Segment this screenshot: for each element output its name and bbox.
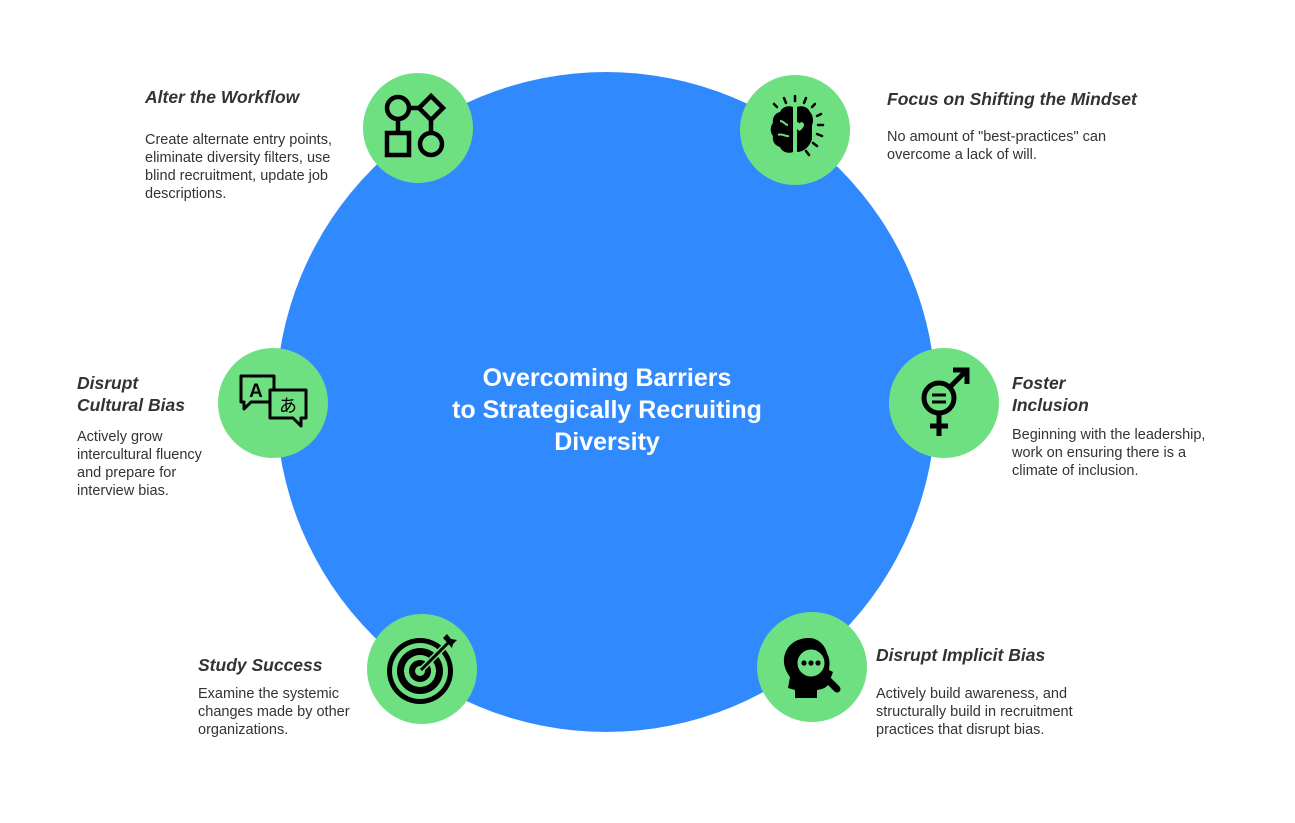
inclusion-heading-line-2: Inclusion	[1012, 395, 1089, 415]
success-description: Examine the systemic changes made by oth…	[198, 686, 350, 738]
inclusion-node	[889, 348, 999, 458]
implicit-heading: Disrupt Implicit Bias	[876, 644, 1045, 666]
workflow-heading-line: Alter the Workflow	[145, 87, 300, 107]
implicit-heading-line: Disrupt Implicit Bias	[876, 645, 1046, 665]
cultural-heading: Disrupt Cultural Bias	[77, 372, 185, 416]
title-line-3: Diversity	[554, 428, 660, 456]
title-line-2: to Strategically Recruiting	[452, 396, 762, 424]
translation-bubbles-icon: A あ	[239, 374, 308, 428]
cultural-heading-line-1: Disrupt	[77, 373, 139, 393]
diagram-title: Overcoming Barriers to Strategically Rec…	[407, 362, 807, 458]
cultural-node: A あ	[218, 348, 328, 458]
cultural-description: Actively grow intercultural fluency and …	[77, 429, 202, 499]
success-heading: Study Success	[198, 654, 323, 676]
title-line-1: Overcoming Barriers	[482, 364, 732, 392]
mindset-node	[740, 75, 850, 185]
mindset-heading: Focus on Shifting the Mindset	[887, 88, 1137, 110]
implicit-description: Actively build awareness, and structural…	[876, 686, 1073, 738]
success-node	[367, 614, 477, 724]
workflow-node	[363, 73, 473, 183]
gender-symbol-icon	[921, 367, 970, 436]
target-dart-icon	[387, 634, 457, 704]
head-magnifier-icon	[783, 638, 841, 698]
letter-a-jp-glyph: あ	[279, 396, 297, 417]
workflow-description: Create alternate entry points, eliminate…	[145, 132, 332, 202]
mindset-heading-line: Focus on Shifting the Mindset	[887, 89, 1137, 109]
success-heading-line: Study Success	[198, 655, 323, 675]
workflow-heading: Alter the Workflow	[145, 86, 299, 108]
cultural-heading-line-2: Cultural Bias	[77, 395, 185, 415]
inclusion-heading-line-1: Foster	[1012, 373, 1066, 393]
mindset-description: No amount of "best-practices" can overco…	[887, 129, 1107, 163]
implicit-node	[757, 612, 867, 722]
inclusion-description: Beginning with the leadership, work on e…	[1012, 427, 1206, 479]
inclusion-heading: Foster Inclusion	[1012, 372, 1089, 416]
brain-heart-icon	[770, 94, 825, 157]
letter-a-glyph: A	[249, 381, 263, 402]
workflow-shapes-icon	[384, 92, 447, 158]
